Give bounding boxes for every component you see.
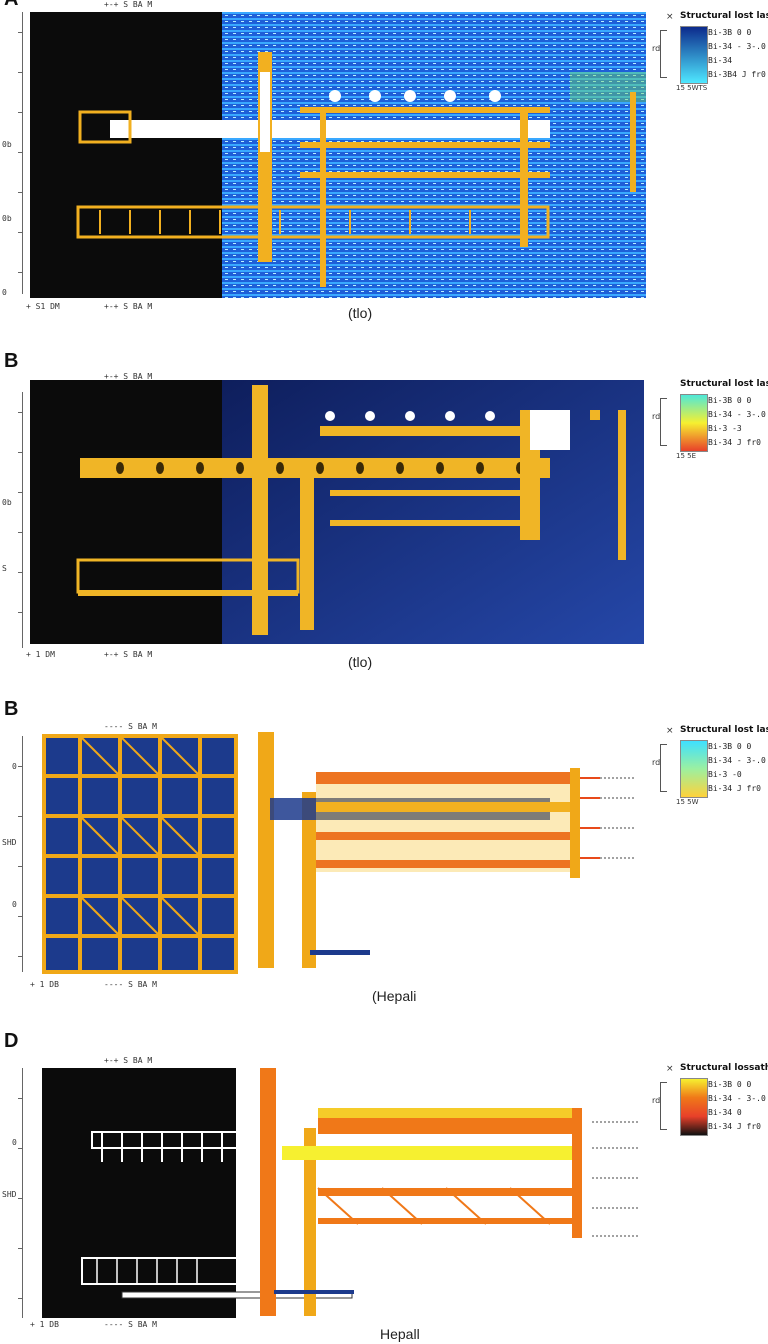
scale-ruler-top: +-+ S BA M <box>104 0 153 9</box>
legend-title: Structural lost lassion <box>680 11 768 21</box>
panel-b: B +-+ S BA M 0b S <box>0 348 768 688</box>
panel-letter: D <box>4 1030 19 1052</box>
y-axis-label: 0b <box>2 214 12 223</box>
panel-caption: Hepall <box>380 1326 420 1342</box>
scale-ruler-bottom: ---- S BA M <box>104 980 157 989</box>
scale-ruler-bottom: +-+ S BA M <box>104 302 153 311</box>
legend-footnote: 15 5E <box>676 452 697 460</box>
panel-d: D +-+ S BA M 0 SHD <box>0 1028 768 1344</box>
scale-ruler-bottom: + 1 DB <box>30 980 59 989</box>
colorbar <box>680 740 708 798</box>
y-axis <box>8 736 23 972</box>
legend-bracket <box>660 744 667 792</box>
thermal-structure-image <box>30 12 646 298</box>
legend-bracket <box>660 1082 667 1130</box>
legend-bracket <box>660 398 667 446</box>
panel-caption: (tlo) <box>348 305 373 321</box>
thermal-structure-image <box>30 380 644 644</box>
panel-a: A +-+ S BA M 0b 0b 0 <box>0 0 768 340</box>
y-axis-label: 0 <box>12 762 17 771</box>
legend-footnote: 15 5WTS <box>676 84 708 92</box>
color-legend: Structural lost lassion rd Bi-3B 0 0Bi-3… <box>652 379 768 464</box>
legend-title: Structural lost lassion <box>680 379 768 389</box>
panel-letter: B <box>4 350 19 372</box>
panel-letter: B <box>4 698 19 720</box>
y-axis-label: SHD <box>2 1190 17 1199</box>
color-legend: × Structural lost lassion rd Bi-3B 0 0Bi… <box>652 725 768 810</box>
y-axis-label: 0b <box>2 498 12 507</box>
thermal-structure-image <box>42 1068 642 1318</box>
colorbar <box>680 394 708 452</box>
close-icon[interactable]: × <box>666 1064 674 1074</box>
panel-c: B ---- S BA M 0 SHD 0 <box>0 696 768 1026</box>
legend-side-label: rd <box>652 1096 661 1105</box>
thermal-structure-image <box>40 732 640 976</box>
colorbar <box>680 1078 708 1136</box>
scale-ruler-top: ---- S BA M <box>104 722 157 731</box>
legend-bracket <box>660 30 667 78</box>
panel-caption: (Hepali <box>372 988 417 1004</box>
y-axis-label: 0 <box>2 288 7 297</box>
y-axis-label: SHD <box>2 838 17 847</box>
y-axis <box>8 1068 23 1318</box>
y-axis-label: S <box>2 564 7 573</box>
scale-ruler-bottom: + 1 DB <box>30 1320 59 1329</box>
scale-ruler-bottom: + 1 DM <box>26 650 55 659</box>
color-legend: × Structural lost lassion rd Bi-3B 0 0Bi… <box>652 11 768 96</box>
legend-title: Structural lost lassion <box>680 725 768 735</box>
legend-side-label: rd <box>652 412 661 421</box>
y-axis <box>8 12 23 294</box>
y-axis-label: 0 <box>12 1138 17 1147</box>
color-legend: × Structural lossathall rd Bi-3B 0 0Bi-3… <box>652 1063 768 1148</box>
legend-title: Structural lossathall <box>680 1063 768 1073</box>
legend-side-label: rd <box>652 758 661 767</box>
scale-ruler-top: +-+ S BA M <box>104 372 153 381</box>
legend-side-label: rd <box>652 44 661 53</box>
scale-ruler-bottom: +-+ S BA M <box>104 650 153 659</box>
scale-ruler-top: +-+ S BA M <box>104 1056 153 1065</box>
y-axis <box>8 392 23 648</box>
close-icon[interactable]: × <box>666 726 674 736</box>
panel-caption: (tlo) <box>348 654 373 670</box>
scale-ruler-bottom: + S1 DM <box>26 302 60 311</box>
colorbar <box>680 26 708 84</box>
y-axis-label: 0 <box>12 900 17 909</box>
panel-letter: A <box>4 0 18 11</box>
scale-ruler-bottom: ---- S BA M <box>104 1320 157 1329</box>
close-icon[interactable]: × <box>666 12 674 22</box>
legend-footnote: 15 5W <box>676 798 699 806</box>
y-axis-label: 0b <box>2 140 12 149</box>
